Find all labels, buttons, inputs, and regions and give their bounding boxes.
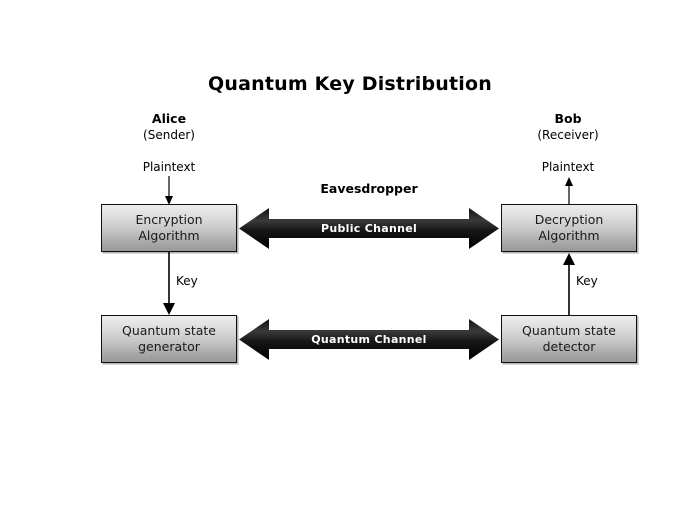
page-title: Quantum Key Distribution — [208, 73, 492, 95]
box-quantum-state-detector-text: Quantum state detector — [522, 323, 616, 355]
party-name-alice: Alice — [151, 111, 187, 126]
box-quantum-state-generator-line2: generator — [138, 339, 200, 354]
plaintext-label-right: Plaintext — [541, 160, 595, 174]
public-channel-arrow: Public Channel — [239, 206, 499, 251]
box-encryption-algorithm[interactable]: Encryption Algorithm — [101, 204, 237, 252]
arrow-key-left-downward — [161, 252, 177, 316]
key-label-left: Key — [176, 274, 198, 288]
party-name-bob: Bob — [554, 111, 582, 126]
party-role-alice: (Sender) — [143, 128, 195, 142]
arrow-key-right-upward — [561, 252, 577, 316]
box-quantum-state-generator-line1: Quantum state — [122, 323, 216, 338]
eavesdropper-label: Eavesdropper — [320, 181, 418, 196]
box-decryption-algorithm[interactable]: Decryption Algorithm — [501, 204, 637, 252]
box-quantum-state-detector-line1: Quantum state — [522, 323, 616, 338]
box-quantum-state-detector-line2: detector — [542, 339, 596, 354]
party-label-bob: Bob (Receiver) — [478, 110, 658, 144]
box-encryption-algorithm-line1: Encryption — [135, 212, 203, 227]
quantum-channel-arrow: Quantum Channel — [239, 317, 499, 362]
box-decryption-algorithm-line2: Algorithm — [538, 228, 600, 243]
box-encryption-algorithm-text: Encryption Algorithm — [135, 212, 202, 244]
box-quantum-state-generator[interactable]: Quantum state generator — [101, 315, 237, 363]
box-decryption-algorithm-text: Decryption Algorithm — [535, 212, 604, 244]
party-role-bob: (Receiver) — [537, 128, 599, 142]
party-label-alice: Alice (Sender) — [79, 110, 259, 144]
plaintext-label-left: Plaintext — [142, 160, 196, 174]
box-quantum-state-detector[interactable]: Quantum state detector — [501, 315, 637, 363]
key-label-right: Key — [576, 274, 598, 288]
box-quantum-state-generator-text: Quantum state generator — [122, 323, 216, 355]
arrow-plaintext-into-encryption — [161, 176, 177, 206]
box-decryption-algorithm-line1: Decryption — [534, 212, 604, 227]
arrow-plaintext-out-of-decryption — [561, 176, 577, 206]
box-encryption-algorithm-line2: Algorithm — [138, 228, 200, 243]
